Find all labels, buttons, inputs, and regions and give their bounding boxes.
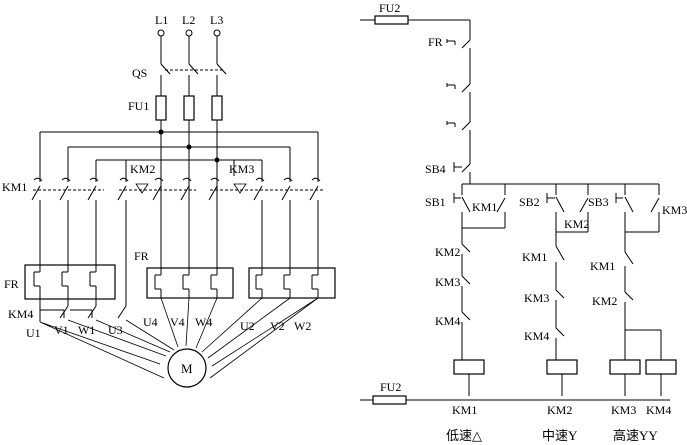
phase-label-l2: L2 bbox=[182, 13, 195, 27]
coil-label-km1: KM1 bbox=[452, 403, 477, 417]
motor: M bbox=[167, 348, 207, 388]
fr-thermal-relay-high bbox=[248, 267, 336, 299]
coil-label-km4: KM4 bbox=[646, 403, 671, 417]
fr-mid-label: FR bbox=[134, 249, 149, 263]
terminal-u4: U4 bbox=[143, 315, 158, 329]
km2-main-contacts bbox=[117, 176, 196, 300]
terminal-v1: V1 bbox=[54, 323, 69, 337]
terminal-l2 bbox=[185, 29, 193, 37]
control-circuit: FU2 FR SB4 SB1 bbox=[360, 1, 687, 443]
terminal-w1: W1 bbox=[78, 323, 95, 337]
km4-main-label: KM4 bbox=[8, 307, 33, 321]
sb3-label: SB3 bbox=[588, 195, 609, 209]
terminal-w4: W4 bbox=[195, 315, 212, 329]
km3-main-label: KM3 bbox=[229, 162, 254, 176]
terminal-l3 bbox=[213, 29, 221, 37]
fr-low-label: FR bbox=[4, 277, 19, 291]
motor-label: M bbox=[181, 361, 193, 376]
caption-low-speed: 低速△ bbox=[446, 428, 482, 443]
phase-label-l3: L3 bbox=[210, 13, 223, 27]
sb2-label: SB2 bbox=[519, 195, 540, 209]
fu2-bottom-fuse bbox=[360, 395, 670, 405]
caption-mid-speed: 中速Y bbox=[542, 428, 578, 443]
fu2-bottom-label: FU2 bbox=[380, 380, 401, 394]
km1-main-label: KM1 bbox=[2, 180, 27, 194]
caption-high-speed: 高速YY bbox=[613, 428, 658, 443]
sb1-label: SB1 bbox=[425, 195, 446, 209]
branch2-seal-label: KM2 bbox=[564, 217, 589, 231]
km1-main-contacts bbox=[31, 176, 104, 262]
km2-main-label: KM2 bbox=[130, 162, 155, 176]
coil-label-km3: KM3 bbox=[611, 403, 636, 417]
sb4-label: SB4 bbox=[425, 162, 446, 176]
fr-thermal-relay-mid bbox=[146, 267, 234, 299]
sb4-stop-button bbox=[453, 160, 471, 184]
terminal-u3: U3 bbox=[108, 323, 123, 337]
motor-leads bbox=[39, 297, 319, 379]
branch3-seal-label: KM3 bbox=[662, 203, 687, 217]
branch2 bbox=[546, 183, 589, 396]
branch1-interlock-km2: KM2 bbox=[435, 245, 460, 259]
coil-label-km2: KM2 bbox=[547, 403, 572, 417]
branch3-interlock-km1: KM1 bbox=[590, 259, 615, 273]
terminal-w2: W2 bbox=[294, 319, 311, 333]
branch2-interlock-km4: KM4 bbox=[524, 329, 549, 343]
km3-main-contacts bbox=[208, 176, 325, 268]
fu2-top-fuse bbox=[360, 15, 471, 38]
power-circuit: L1 L2 L3 QS FU1 bbox=[2, 13, 336, 388]
branch1-interlock-km3: KM3 bbox=[435, 275, 460, 289]
fu2-top-label: FU2 bbox=[379, 1, 400, 15]
terminal-u2: U2 bbox=[240, 319, 255, 333]
qs-switch bbox=[160, 36, 227, 96]
branch3-interlock-km2: KM2 bbox=[592, 294, 617, 308]
power-buses bbox=[39, 129, 319, 176]
control-fr-label: FR bbox=[428, 35, 443, 49]
terminal-v2: V2 bbox=[270, 319, 285, 333]
branch2-interlock-km1: KM1 bbox=[522, 250, 547, 264]
terminal-u1: U1 bbox=[26, 326, 41, 340]
fu1-label: FU1 bbox=[128, 99, 149, 113]
terminal-l1 bbox=[157, 29, 165, 37]
branch2-interlock-km3: KM3 bbox=[524, 291, 549, 305]
branch3 bbox=[609, 183, 677, 396]
fr-thermal-relay-low bbox=[24, 262, 116, 300]
qs-label: QS bbox=[132, 66, 147, 80]
terminal-v4: V4 bbox=[170, 315, 185, 329]
fr-nc-contacts bbox=[446, 38, 471, 160]
branch1 bbox=[453, 183, 506, 396]
phase-label-l1: L1 bbox=[155, 13, 168, 27]
branch1-seal-label: KM1 bbox=[472, 200, 497, 214]
branch1-interlock-km4: KM4 bbox=[435, 314, 460, 328]
km4-main-contacts bbox=[39, 299, 127, 322]
